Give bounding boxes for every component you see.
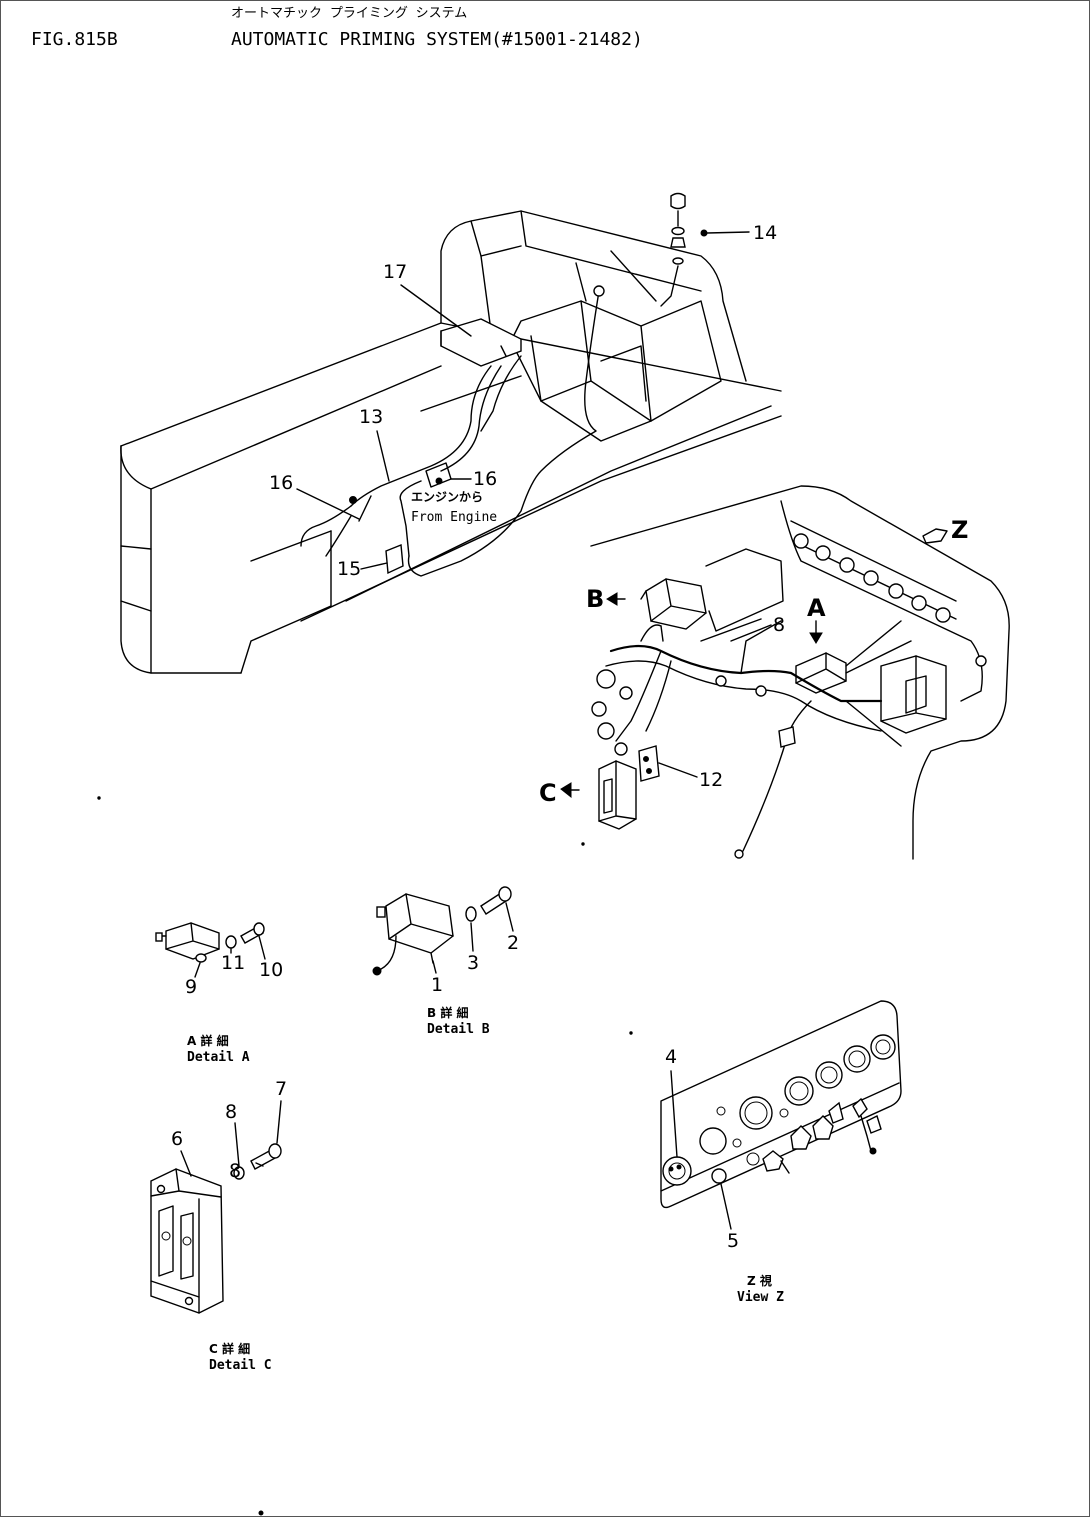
fig-number: FIG.815B (31, 29, 118, 50)
callout-10: 10 (259, 959, 283, 981)
callout-7: 7 (275, 1078, 287, 1100)
callout-8-detail-c: 8 (225, 1101, 237, 1123)
dashboard-harness-drawing (590, 485, 1010, 860)
callout-16-right: 16 (473, 468, 497, 490)
callout-14: 14 (753, 222, 777, 244)
detail-a-caption: Detail A (187, 1050, 250, 1065)
callout-2: 2 (507, 932, 519, 954)
detail-c-caption: Detail C (209, 1358, 272, 1373)
view-marker-b: B (586, 585, 604, 613)
detail-a-caption-jp: A 詳 細 (187, 1033, 229, 1048)
callout-16-left: 16 (269, 472, 293, 494)
view-z-drawing (660, 1000, 902, 1209)
callout-15: 15 (337, 558, 361, 580)
machine-body-drawing (120, 192, 782, 674)
callout-12: 12 (699, 769, 723, 791)
callout-17: 17 (383, 261, 407, 283)
detail-b-drawing (372, 886, 512, 976)
view-marker-z: Z (951, 516, 968, 544)
callout-5: 5 (727, 1230, 739, 1252)
detail-b-caption: Detail B (427, 1022, 490, 1037)
callout-8-detail-c-2: 8 (229, 1160, 241, 1182)
callout-6: 6 (171, 1128, 183, 1150)
note-from-engine-jp: エンジンから (411, 490, 483, 504)
view-marker-a: A (807, 594, 826, 622)
detail-c-caption-jp: C 詳 細 (209, 1341, 250, 1356)
detail-a-drawing (155, 922, 265, 963)
detail-c-drawing (150, 1143, 282, 1314)
detail-b-caption-jp: B 詳 細 (427, 1005, 469, 1020)
callout-13: 13 (359, 406, 383, 428)
callout-9: 9 (185, 976, 197, 998)
callout-3: 3 (467, 952, 479, 974)
callout-1: 1 (431, 974, 443, 996)
callout-8-harness: 8 (773, 614, 785, 636)
note-from-engine: From Engine (411, 510, 497, 525)
page-title: AUTOMATIC PRIMING SYSTEM(#15001-21482) (231, 29, 643, 50)
callout-4: 4 (665, 1046, 677, 1068)
callout-11: 11 (221, 952, 245, 974)
view-z-caption-jp: Z 視 (747, 1273, 772, 1288)
title-japanese: オートマチック プライミング システム (231, 6, 467, 21)
view-marker-c: C (539, 779, 557, 807)
view-z-caption: View Z (737, 1290, 784, 1305)
